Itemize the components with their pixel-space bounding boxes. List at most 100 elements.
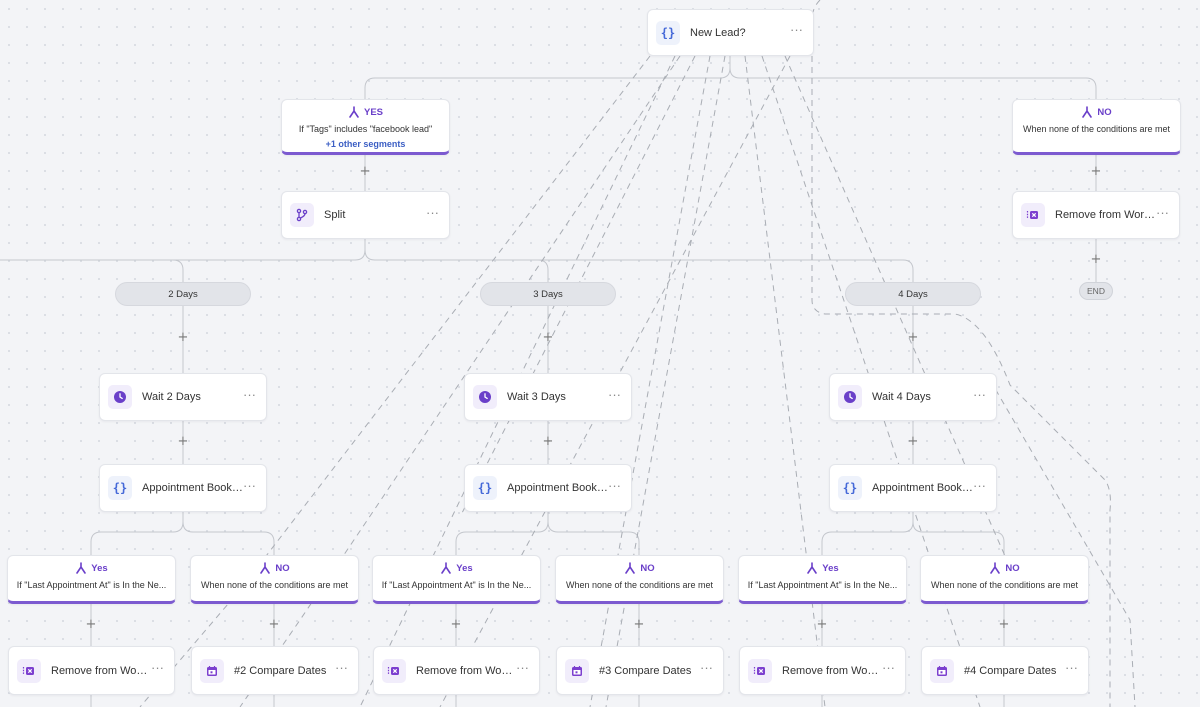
branch-condition: When none of the conditions are met xyxy=(565,580,714,590)
remove-workflow-label: Remove from Workflow xyxy=(1055,209,1156,221)
node-menu-button[interactable]: ··· xyxy=(973,386,986,402)
node-menu-button[interactable]: ··· xyxy=(608,477,621,493)
add-step-button[interactable]: + xyxy=(907,434,919,449)
split-label: Split xyxy=(324,209,346,221)
pill-label: 2 Days xyxy=(168,288,198,300)
compare-dates-node[interactable]: #2 Compare Dates ··· xyxy=(191,646,359,695)
branch-no-appointment[interactable]: NO When none of the conditions are met xyxy=(555,555,724,604)
add-step-button[interactable]: + xyxy=(450,617,462,632)
node-menu-button[interactable]: ··· xyxy=(243,477,256,493)
other-segments-link[interactable]: +1 other segments xyxy=(325,139,406,149)
wait-node[interactable]: Wait 2 Days ··· xyxy=(99,373,267,421)
split-icon xyxy=(290,203,314,227)
branch-head: Yes xyxy=(91,562,108,574)
remove-workflow-node[interactable]: Remove from Workflow ··· xyxy=(1012,191,1180,239)
branch-icon xyxy=(441,562,452,574)
delay-pill[interactable]: 2 Days xyxy=(115,282,251,306)
node-menu-button[interactable]: ··· xyxy=(1156,204,1169,220)
remove-workflow-label: Remove from Workflow xyxy=(51,664,151,677)
add-step-button[interactable]: + xyxy=(359,164,371,179)
remove-workflow-node[interactable]: Remove from Workflow ··· xyxy=(739,646,906,695)
compare-dates-label: #4 Compare Dates xyxy=(964,664,1057,677)
branch-yes-facebook-lead[interactable]: YES If "Tags" includes "facebook lead" +… xyxy=(281,99,450,155)
add-step-button[interactable]: + xyxy=(542,434,554,449)
branch-icon xyxy=(807,562,818,574)
add-step-button[interactable]: + xyxy=(998,617,1010,632)
branch-yes-appointment[interactable]: Yes If "Last Appointment At" is In the N… xyxy=(372,555,541,604)
branch-yes-appointment[interactable]: Yes If "Last Appointment At" is In the N… xyxy=(738,555,907,604)
remove-workflow-icon xyxy=(382,658,406,683)
branch-icon xyxy=(260,562,271,574)
braces-icon: {} xyxy=(108,476,132,500)
check-label: Appointment Booked? xyxy=(872,482,973,494)
compare-dates-label: #2 Compare Dates xyxy=(234,664,327,677)
branch-head: YES xyxy=(363,106,383,118)
remove-workflow-icon xyxy=(1021,203,1045,227)
wait-label: Wait 2 Days xyxy=(142,391,201,403)
node-menu-button[interactable]: ··· xyxy=(1065,660,1078,675)
remove-workflow-icon xyxy=(748,658,772,683)
calendar-icon xyxy=(565,658,589,683)
compare-dates-node[interactable]: #4 Compare Dates ··· xyxy=(921,646,1089,695)
branch-no-appointment[interactable]: NO When none of the conditions are met xyxy=(190,555,359,604)
trigger-node-new-lead[interactable]: {} New Lead? ··· xyxy=(647,9,814,56)
delay-pill[interactable]: 4 Days xyxy=(845,282,981,306)
branch-icon xyxy=(1082,106,1093,118)
clock-icon xyxy=(108,385,132,409)
node-menu-button[interactable]: ··· xyxy=(426,204,439,220)
remove-workflow-label: Remove from Workflow xyxy=(782,664,882,677)
node-menu-button[interactable]: ··· xyxy=(790,22,803,37)
clock-icon xyxy=(473,385,497,409)
branch-condition: When none of the conditions are met xyxy=(1022,124,1171,134)
branch-yes-appointment[interactable]: Yes If "Last Appointment At" is In the N… xyxy=(7,555,176,604)
add-step-button[interactable]: + xyxy=(177,330,189,345)
node-menu-button[interactable]: ··· xyxy=(335,660,348,675)
add-step-button[interactable]: + xyxy=(177,434,189,449)
add-step-button[interactable]: + xyxy=(816,617,828,632)
wait-label: Wait 3 Days xyxy=(507,391,566,403)
remove-workflow-label: Remove from Workflow xyxy=(416,664,516,677)
remove-workflow-node[interactable]: Remove from Workflow ··· xyxy=(373,646,540,695)
delay-pill[interactable]: 3 Days xyxy=(480,282,616,306)
remove-workflow-node[interactable]: Remove from Workflow ··· xyxy=(8,646,175,695)
add-step-button[interactable]: + xyxy=(542,330,554,345)
branch-icon xyxy=(625,562,636,574)
compare-dates-node[interactable]: #3 Compare Dates ··· xyxy=(556,646,724,695)
node-menu-button[interactable]: ··· xyxy=(243,386,256,402)
trigger-label: New Lead? xyxy=(690,26,746,39)
branch-condition: When none of the conditions are met xyxy=(200,580,349,590)
pill-label: 3 Days xyxy=(533,288,563,300)
branch-condition: If "Last Appointment At" is In the Ne... xyxy=(16,580,167,590)
node-menu-button[interactable]: ··· xyxy=(608,386,621,402)
add-step-button[interactable]: + xyxy=(85,617,97,632)
node-menu-button[interactable]: ··· xyxy=(973,477,986,493)
node-menu-button[interactable]: ··· xyxy=(700,660,713,675)
split-node[interactable]: Split ··· xyxy=(281,191,450,239)
branch-head: NO xyxy=(640,562,655,574)
branch-no-top[interactable]: NO When none of the conditions are met xyxy=(1012,99,1181,155)
branch-head: NO xyxy=(1097,106,1112,118)
branch-head: Yes xyxy=(456,562,473,574)
add-step-button[interactable]: + xyxy=(1090,164,1102,179)
node-menu-button[interactable]: ··· xyxy=(882,660,895,675)
branch-head: Yes xyxy=(822,562,839,574)
braces-icon: {} xyxy=(838,476,862,500)
branch-condition: If "Tags" includes "facebook lead" xyxy=(298,124,433,134)
add-step-button[interactable]: + xyxy=(907,330,919,345)
wait-node[interactable]: Wait 3 Days ··· xyxy=(464,373,632,421)
pill-label: 4 Days xyxy=(898,288,928,300)
add-step-button[interactable]: + xyxy=(633,617,645,632)
wait-node[interactable]: Wait 4 Days ··· xyxy=(829,373,997,421)
add-step-button[interactable]: + xyxy=(268,617,280,632)
node-menu-button[interactable]: ··· xyxy=(516,660,529,675)
appointment-check-node[interactable]: {} Appointment Booked? ··· xyxy=(829,464,997,512)
appointment-check-node[interactable]: {} Appointment Booked? ··· xyxy=(464,464,632,512)
add-step-button[interactable]: + xyxy=(1090,252,1102,267)
branch-icon xyxy=(349,106,359,118)
appointment-check-node[interactable]: {} Appointment Booked? ··· xyxy=(99,464,267,512)
compare-dates-label: #3 Compare Dates xyxy=(599,664,692,677)
branch-condition: If "Last Appointment At" is In the Ne... xyxy=(381,580,532,590)
node-menu-button[interactable]: ··· xyxy=(151,660,164,675)
end-marker: END xyxy=(1079,282,1113,300)
branch-no-appointment[interactable]: NO When none of the conditions are met xyxy=(920,555,1089,604)
